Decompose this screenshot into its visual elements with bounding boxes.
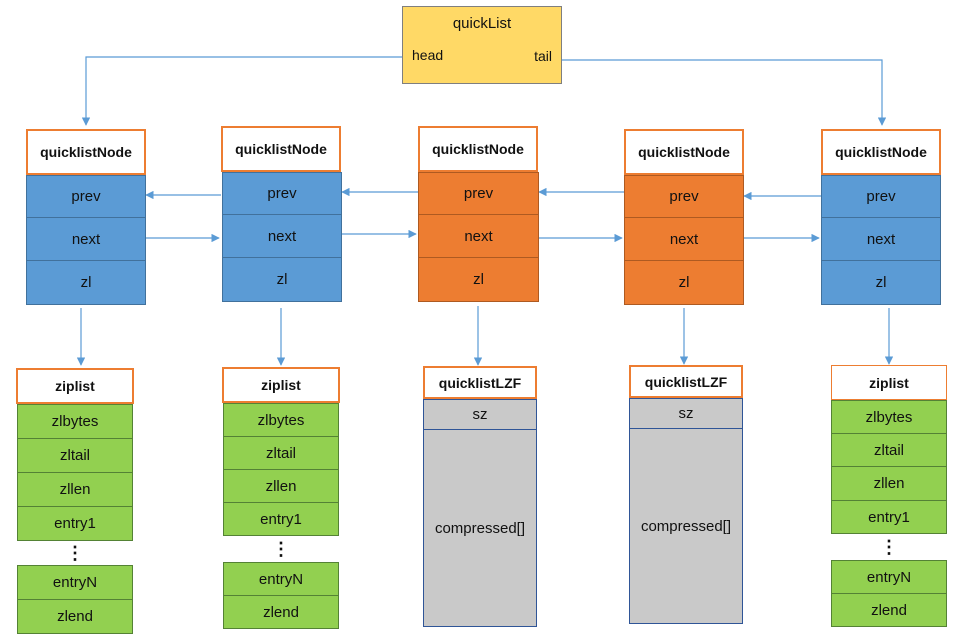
node-4-zl: zl — [624, 260, 744, 305]
ziplist-2-zltail: zltail — [223, 436, 339, 470]
node-1-prev: prev — [26, 175, 146, 218]
ziplist-2-zllen: zllen — [223, 469, 339, 503]
lzf-1-compressed: compressed[] — [423, 429, 537, 627]
node-2-prev: prev — [222, 172, 342, 215]
ziplist-3-entryN: entryN — [831, 560, 947, 594]
node-4-body: prev next zl — [624, 175, 744, 305]
node-4-next: next — [624, 217, 744, 261]
ziplist-2-entry1: entry1 — [223, 502, 339, 536]
ziplist-3-zllen: zllen — [831, 466, 947, 501]
lzf-1-sz: sz — [423, 399, 537, 430]
node-2-next: next — [222, 214, 342, 258]
head-arrow — [81, 56, 402, 126]
ziplist-2-entryN: entryN — [223, 562, 339, 596]
node-1-next: next — [26, 217, 146, 261]
ziplist-3-zlend: zlend — [831, 593, 947, 627]
lzf-2-sz: sz — [629, 398, 743, 429]
node-2-zl: zl — [222, 257, 342, 302]
ziplist-2-header: ziplist — [222, 367, 340, 403]
ziplist-1-ellipsis: ⋮ — [66, 543, 84, 563]
ziplist-3-header: ziplist — [831, 365, 947, 400]
ziplist-2-zlend: zlend — [223, 595, 339, 629]
node-1-zl: zl — [26, 260, 146, 305]
ziplist-1-header: ziplist — [16, 368, 134, 404]
node-3-next: next — [418, 214, 539, 258]
lzf-2-body: sz compressed[] — [629, 398, 743, 624]
node-1-header: quicklistNode — [26, 129, 146, 175]
ziplist-3-zltail: zltail — [831, 433, 947, 467]
node-5-body: prev next zl — [821, 175, 941, 305]
quicklist-title: quickList — [452, 15, 512, 32]
ziplist-1-zlbytes: zlbytes — [17, 404, 133, 439]
ziplist-1-entryN: entryN — [17, 565, 133, 600]
node-2-header: quicklistNode — [221, 126, 341, 172]
node-5-next: next — [821, 217, 941, 261]
quicklist-box: quickList head tail — [402, 6, 562, 84]
node-3-header: quicklistNode — [418, 126, 538, 172]
lzf-2-compressed: compressed[] — [629, 428, 743, 624]
node-3-prev: prev — [418, 172, 539, 215]
tail-arrow — [562, 59, 887, 126]
node-5-zl: zl — [821, 260, 941, 305]
quicklist-head-label: head — [412, 47, 444, 63]
ziplist-1-zltail: zltail — [17, 438, 133, 473]
ziplist-1-body: zlbytes zltail zllen entry1 ⋮ entryN zle… — [17, 404, 133, 634]
node-4-prev: prev — [624, 175, 744, 218]
node-5-header: quicklistNode — [821, 129, 941, 175]
ziplist-1-zlend: zlend — [17, 599, 133, 634]
ziplist-1-zllen: zllen — [17, 472, 133, 507]
node-2-body: prev next zl — [222, 172, 342, 302]
ziplist-1-entry1: entry1 — [17, 506, 133, 541]
lzf-1-header: quicklistLZF — [423, 366, 537, 399]
ziplist-2-zlbytes: zlbytes — [223, 403, 339, 437]
ziplist-3-ellipsis: ⋮ — [880, 537, 898, 557]
quicklist-tail-label: tail — [534, 48, 552, 64]
ziplist-3-body: zlbytes zltail zllen entry1 ⋮ entryN zle… — [831, 400, 947, 627]
ziplist-2-ellipsis: ⋮ — [272, 539, 290, 559]
ziplist-3-zlbytes: zlbytes — [831, 400, 947, 434]
node-3-zl: zl — [418, 257, 539, 302]
node-1-body: prev next zl — [26, 175, 146, 305]
ziplist-3-entry1: entry1 — [831, 500, 947, 534]
node-5-prev: prev — [821, 175, 941, 218]
node-4-header: quicklistNode — [624, 129, 744, 175]
lzf-1-body: sz compressed[] — [423, 399, 537, 627]
ziplist-2-body: zlbytes zltail zllen entry1 ⋮ entryN zle… — [223, 403, 339, 629]
node-3-body: prev next zl — [418, 172, 539, 302]
lzf-2-header: quicklistLZF — [629, 365, 743, 398]
